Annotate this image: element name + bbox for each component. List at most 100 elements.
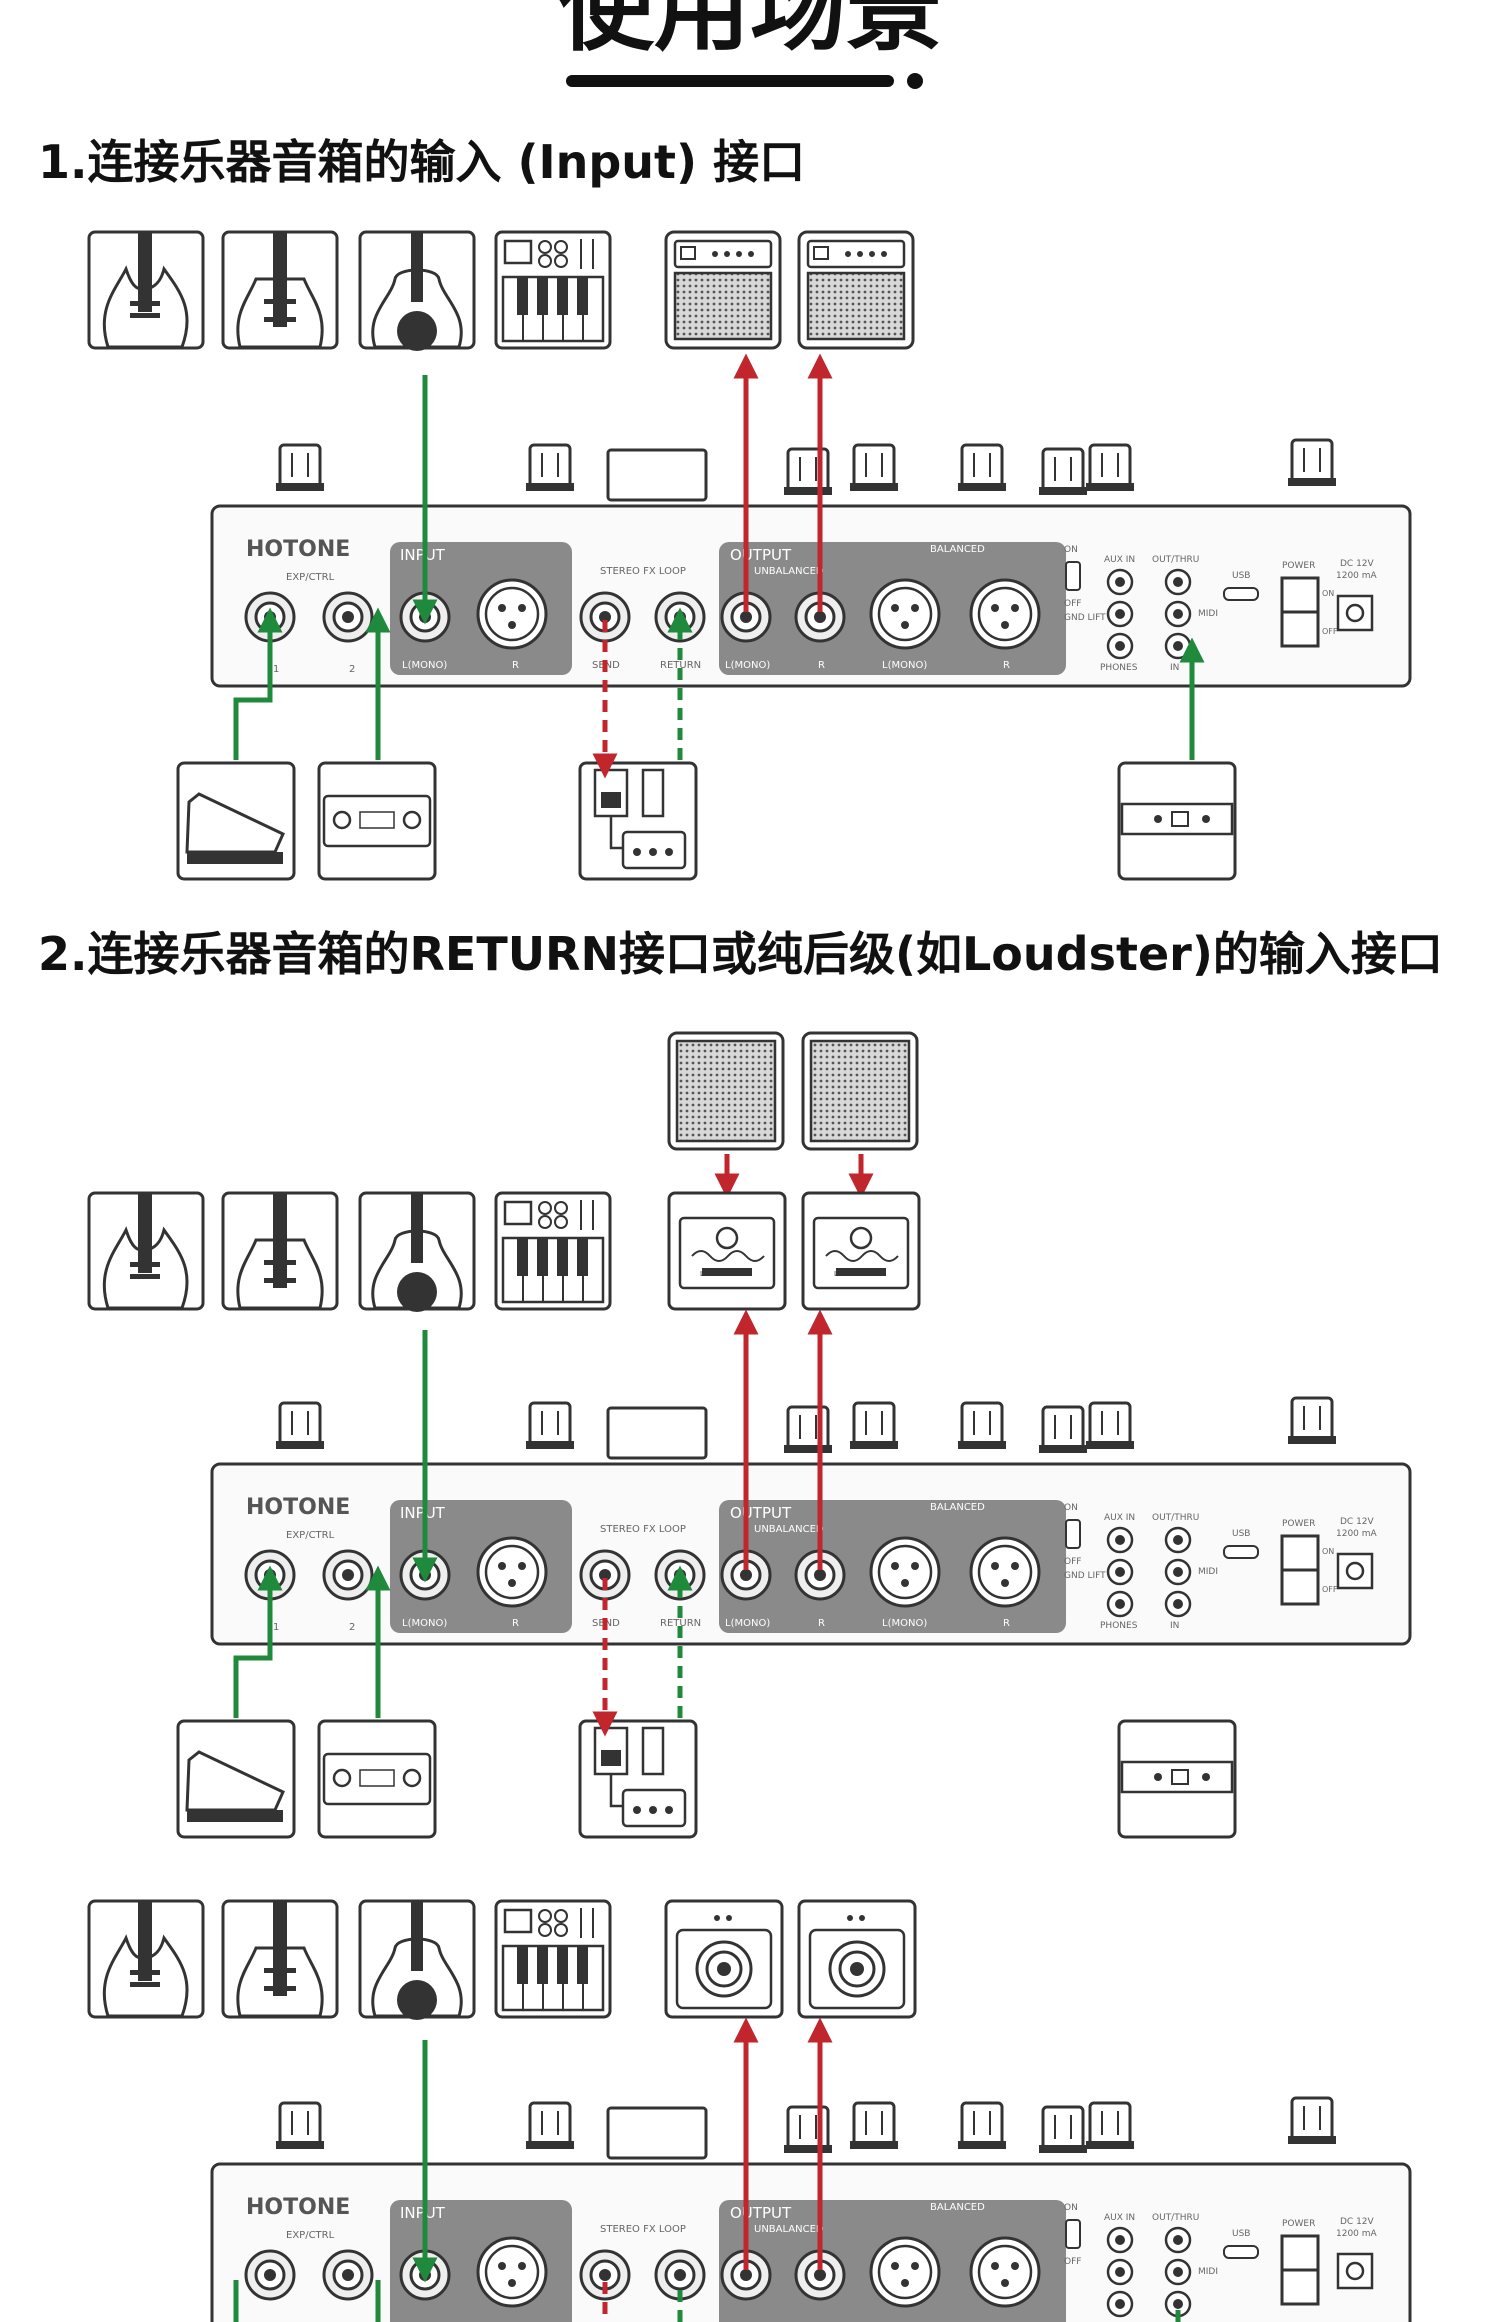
- bass-guitar-icon: [221, 1899, 339, 2019]
- label-on: ON: [1064, 545, 1078, 555]
- device-brand: HOTONE: [246, 537, 350, 562]
- label-usb: USB: [1232, 2229, 1250, 2239]
- label-power: POWER: [1282, 1519, 1315, 1529]
- label-dc-ma: 1200 mA: [1336, 1529, 1378, 1539]
- guitar-amp-icon: [664, 230, 782, 350]
- label-midi-in: IN: [1170, 663, 1179, 673]
- label-bal-r: R: [1003, 660, 1010, 671]
- label-gnd-lift: GND LIFT: [1064, 613, 1106, 623]
- label-midi: MIDI: [1198, 1567, 1218, 1577]
- label-unbalanced: UNBALANCED: [754, 2224, 824, 2235]
- power-amp-label: LOUDSTER: [834, 1270, 872, 1278]
- label-unbalanced: UNBALANCED: [754, 566, 824, 577]
- label-balanced: BALANCED: [930, 544, 985, 555]
- label-return: RETURN: [660, 1618, 701, 1629]
- page-title: 使用场景: [558, 0, 942, 64]
- guitar-amp-icon: [797, 230, 915, 350]
- label-bal-l: L(MONO): [882, 660, 927, 671]
- label-dc: DC 12V: [1340, 1517, 1375, 1527]
- label-dc: DC 12V: [1340, 2217, 1375, 2227]
- label-exp-1: 1: [273, 664, 279, 675]
- effects-pedal-icon: [578, 1719, 698, 1839]
- section-heading-2: 2.连接乐器音箱的RETURN接口或纯后级(如Loudster)的输入接口: [38, 927, 1443, 981]
- bass-guitar-icon: [221, 230, 339, 350]
- midi-device-icon: [1117, 761, 1237, 881]
- label-input-l: L(MONO): [402, 660, 447, 671]
- acoustic-guitar-icon: [358, 1191, 476, 1314]
- midi-device-icon: [1117, 1719, 1237, 1839]
- keyboard-icon: [494, 1191, 612, 1311]
- label-dc: DC 12V: [1340, 559, 1375, 569]
- label-unbalanced: UNBALANCED: [754, 1524, 824, 1535]
- keyboard-icon: [494, 1899, 612, 2019]
- electric-guitar-icon: [87, 1899, 205, 2019]
- keyboard-icon: [494, 230, 612, 350]
- label-midi-in: IN: [1170, 1621, 1179, 1631]
- device-brand: HOTONE: [246, 2195, 350, 2220]
- power-amp-icon: [667, 1191, 787, 1311]
- label-on: ON: [1064, 2203, 1078, 2213]
- label-out-thru: OUT/THRU: [1152, 555, 1199, 565]
- label-aux-in: AUX IN: [1104, 555, 1135, 565]
- power-amp-label: LOUDSTER: [700, 1270, 738, 1278]
- label-fx-loop: STEREO FX LOOP: [600, 566, 686, 577]
- label-power-off: OFF: [1322, 1585, 1338, 1594]
- label-exp-ctrl: EXP/CTRL: [286, 1530, 335, 1541]
- label-output: OUTPUT: [730, 546, 792, 564]
- label-balanced: BALANCED: [930, 1502, 985, 1513]
- hotone-device: HOTONE EXP/CTRL INPUT STEREO FX LOOP OUT…: [210, 2096, 1412, 2322]
- label-on: ON: [1064, 1503, 1078, 1513]
- label-input-r: R: [512, 1618, 519, 1629]
- title-underline: [566, 75, 894, 87]
- label-power-on: ON: [1322, 589, 1334, 598]
- label-exp-2: 2: [349, 664, 355, 675]
- acoustic-guitar-icon: [358, 230, 476, 353]
- label-power-on: ON: [1322, 1547, 1334, 1556]
- footswitch-icon: [317, 761, 437, 881]
- label-exp-ctrl: EXP/CTRL: [286, 2230, 335, 2241]
- effects-pedal-icon: [578, 761, 698, 881]
- expression-pedal-icon: [176, 761, 296, 881]
- label-off: OFF: [1064, 2257, 1081, 2267]
- scenario-2: LOUDSTER LOUDSTER HOTONE EXP/CTRL 1 2 IN…: [87, 1031, 1412, 1839]
- electric-guitar-icon: [87, 230, 205, 350]
- footswitch-icon: [317, 1719, 437, 1839]
- label-exp-1: 1: [273, 1622, 279, 1633]
- label-out-l: L(MONO): [725, 660, 770, 671]
- hotone-device: HOTONE EXP/CTRL 1 2 INPUT L(MONO) R STER…: [210, 438, 1412, 688]
- label-power: POWER: [1282, 2219, 1315, 2229]
- frfr-speaker-icon: [797, 1899, 917, 2019]
- label-exp-2: 2: [349, 1622, 355, 1633]
- label-out-l: L(MONO): [725, 1618, 770, 1629]
- power-amp-icon: [801, 1191, 921, 1311]
- label-power: POWER: [1282, 561, 1315, 571]
- label-input-r: R: [512, 660, 519, 671]
- label-midi: MIDI: [1198, 2267, 1218, 2277]
- label-output: OUTPUT: [730, 2204, 792, 2222]
- label-balanced: BALANCED: [930, 2202, 985, 2213]
- label-phones: PHONES: [1100, 1621, 1138, 1631]
- label-aux-in: AUX IN: [1104, 1513, 1135, 1523]
- label-bal-l: L(MONO): [882, 1618, 927, 1629]
- label-out-thru: OUT/THRU: [1152, 2213, 1199, 2223]
- acoustic-guitar-icon: [358, 1899, 476, 2022]
- label-fx-loop: STEREO FX LOOP: [600, 1524, 686, 1535]
- hotone-device: HOTONE EXP/CTRL 1 2 INPUT L(MONO) R STER…: [210, 1396, 1412, 1646]
- bass-guitar-icon: [221, 1191, 339, 1311]
- label-input-l: L(MONO): [402, 1618, 447, 1629]
- label-off: OFF: [1064, 599, 1081, 609]
- label-dc-ma: 1200 mA: [1336, 2229, 1378, 2239]
- title-dot: [907, 73, 923, 89]
- expression-pedal-icon: [176, 1719, 296, 1839]
- frfr-speaker-icon: [664, 1899, 784, 2019]
- label-dc-ma: 1200 mA: [1336, 571, 1378, 581]
- speaker-cabinet-icon: [801, 1031, 919, 1151]
- label-gnd-lift: GND LIFT: [1064, 1571, 1106, 1581]
- label-return: RETURN: [660, 660, 701, 671]
- scenario-3: HOTONE EXP/CTRL INPUT STEREO FX LOOP OUT…: [87, 1899, 1412, 2322]
- label-usb: USB: [1232, 1529, 1250, 1539]
- label-power-off: OFF: [1322, 627, 1338, 636]
- label-out-r: R: [818, 1618, 825, 1629]
- label-out-r: R: [818, 660, 825, 671]
